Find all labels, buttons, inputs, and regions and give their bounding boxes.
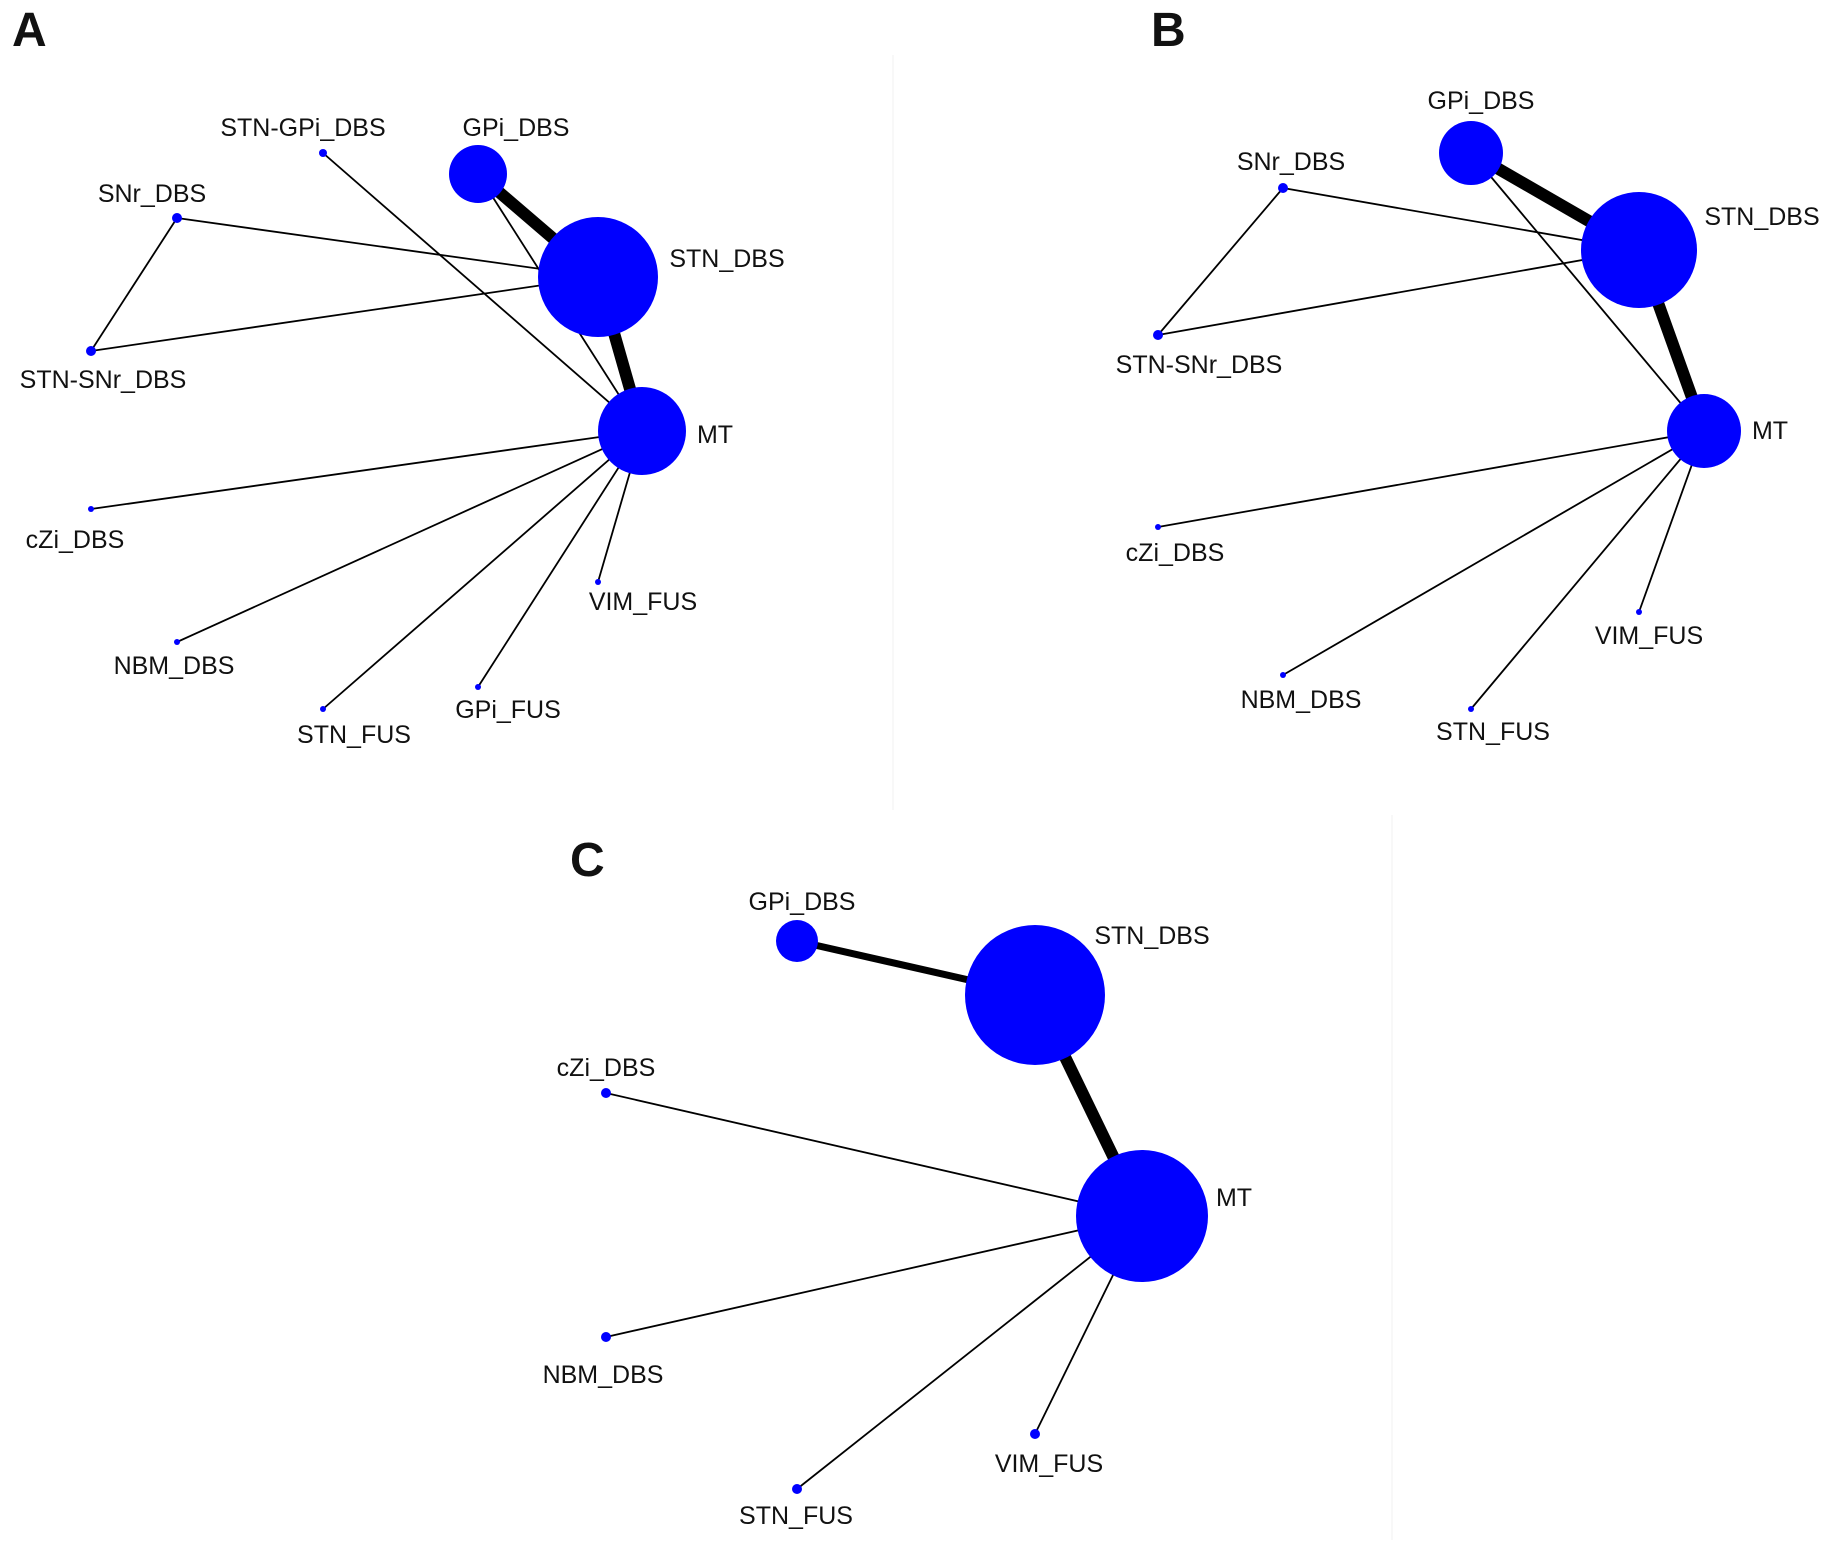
node-stn-dbs (1581, 192, 1697, 308)
node-label-czi-dbs: cZi_DBS (1126, 539, 1225, 567)
node-stn-fus (320, 706, 326, 712)
edge-snr-dbs-to-stn-dbs (1282, 187, 1640, 251)
edge-stn-snr-dbs-to-stn-dbs (1157, 249, 1640, 336)
node-label-nbm-dbs: NBM_DBS (543, 1361, 664, 1389)
node-stn-dbs (538, 217, 658, 337)
edge-stn-fus-to-mt (1470, 430, 1705, 710)
node-mt (598, 387, 686, 475)
node-nbm-dbs (601, 1332, 611, 1342)
node-vim-fus (1030, 1429, 1040, 1439)
node-label-stn-snr-dbs: STN-SNr_DBS (20, 366, 187, 394)
node-gpi-dbs (1439, 121, 1503, 185)
node-label-gpi-dbs: GPi_DBS (463, 114, 570, 142)
edge-stn-fus-to-mt (322, 430, 643, 710)
edge-gpi-dbs-to-mt (1470, 152, 1705, 432)
node-czi-dbs (1155, 524, 1161, 530)
edge-stn-fus-to-mt (796, 1215, 1143, 1490)
panel-letter: A (12, 4, 47, 57)
node-stn-fus (792, 1484, 802, 1494)
node-stn-dbs (965, 925, 1105, 1065)
panel-a: A STN-GPi_DBS GPi_DBS SNr_DBS STN_DBS STN-SNr… (12, 4, 785, 749)
edge-czi-dbs-to-mt (1157, 430, 1705, 528)
node-label-mt: MT (697, 421, 733, 449)
node-stn-snr-dbs (86, 346, 96, 356)
edge-stn-snr-dbs-to-stn-dbs (90, 276, 599, 352)
node-label-stn-dbs: STN_DBS (669, 245, 784, 273)
node-label-stn-fus: STN_FUS (297, 721, 411, 749)
panel-b: B GPi_DBS SNr_DBS STN_DBS STN-SNr_DBS MT cZi_D… (1116, 4, 1820, 746)
node-label-czi-dbs: cZi_DBS (26, 526, 125, 554)
node-label-czi-dbs: cZi_DBS (557, 1054, 656, 1082)
node-stn-snr-dbs (1153, 330, 1163, 340)
edge-czi-dbs-to-mt (605, 1092, 1143, 1217)
node-label-vim-fus: VIM_FUS (995, 1450, 1103, 1478)
node-label-gpi-fus: GPi_FUS (455, 696, 561, 724)
node-stn-gpi-dbs (319, 149, 327, 157)
node-vim-fus (1636, 609, 1642, 615)
node-label-gpi-dbs: GPi_DBS (1428, 87, 1535, 115)
node-nbm-dbs (1280, 672, 1286, 678)
node-label-stn-snr-dbs: STN-SNr_DBS (1116, 351, 1283, 379)
node-label-snr-dbs: SNr_DBS (98, 180, 206, 208)
node-gpi-fus (475, 684, 481, 690)
node-label-nbm-dbs: NBM_DBS (1241, 686, 1362, 714)
edge-stn-gpi-dbs-to-mt (322, 152, 643, 432)
node-label-stn-fus: STN_FUS (739, 1502, 853, 1530)
edge-nbm-dbs-to-mt (605, 1215, 1143, 1338)
node-mt (1076, 1150, 1208, 1282)
node-snr-dbs (172, 213, 182, 223)
node-gpi-dbs (776, 920, 818, 962)
node-label-stn-dbs: STN_DBS (1094, 922, 1209, 950)
node-czi-dbs (88, 506, 94, 512)
node-label-vim-fus: VIM_FUS (589, 588, 697, 616)
node-mt (1667, 394, 1741, 468)
node-label-mt: MT (1752, 417, 1788, 445)
node-label-gpi-dbs: GPi_DBS (749, 888, 856, 916)
edge-snr-dbs-to-stn-dbs (176, 217, 599, 278)
node-gpi-dbs (449, 145, 507, 203)
edge-snr-dbs-to-stn-snr-dbs (1157, 187, 1284, 336)
edge-nbm-dbs-to-mt (1282, 430, 1705, 676)
node-label-mt: MT (1216, 1184, 1252, 1212)
panel-c: C GPi_DBS STN_DBS cZi_DBS MT NBM_DBS VIM_FUS ST… (543, 834, 1252, 1530)
node-label-nbm-dbs: NBM_DBS (114, 652, 235, 680)
node-label-stn-fus: STN_FUS (1436, 718, 1550, 746)
node-label-stn-gpi-dbs: STN-GPi_DBS (220, 114, 385, 142)
edge-snr-dbs-to-stn-snr-dbs (90, 217, 178, 352)
node-label-stn-dbs: STN_DBS (1704, 203, 1819, 231)
node-snr-dbs (1278, 183, 1288, 193)
edge-nbm-dbs-to-mt (176, 430, 643, 643)
node-label-vim-fus: VIM_FUS (1595, 622, 1703, 650)
edge-gpi-fus-to-mt (477, 430, 643, 688)
panel-letter: C (570, 834, 605, 887)
node-vim-fus (595, 579, 601, 585)
node-czi-dbs (601, 1088, 611, 1098)
node-nbm-dbs (174, 639, 180, 645)
node-stn-fus (1468, 706, 1474, 712)
node-label-snr-dbs: SNr_DBS (1237, 148, 1345, 176)
edge-czi-dbs-to-mt (90, 430, 643, 510)
panel-letter: B (1151, 4, 1186, 57)
